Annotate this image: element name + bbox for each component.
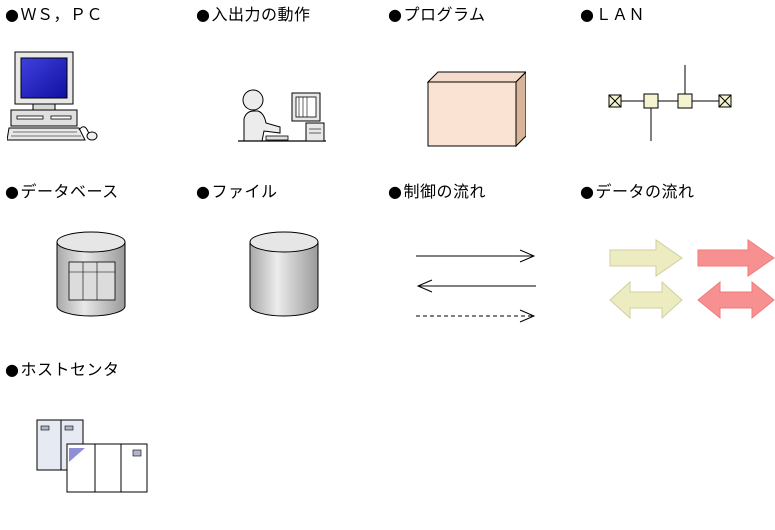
legend-program: ●プログラム — [388, 5, 578, 175]
label-io-operation: 入出力の動作 — [211, 5, 311, 24]
label-data-flow: データの流れ — [595, 182, 695, 201]
mainframe-icon — [33, 416, 153, 496]
database-cylinder-icon — [53, 230, 133, 320]
network-icon — [605, 65, 735, 145]
legend-io-operation: ●入出力の動作 — [196, 5, 386, 175]
legend-host-center: ●ホストセンタ — [5, 360, 195, 530]
file-cylinder-icon — [246, 230, 326, 320]
legend-control-flow: ●制御の流れ — [388, 182, 578, 352]
legend-ws-pc: ●ＷＳ，ＰＣ — [5, 5, 195, 175]
data-flow-arrows-icon — [608, 236, 775, 324]
control-flow-arrows-icon — [414, 246, 544, 326]
legend-database: ●データベース — [5, 182, 195, 352]
label-control-flow: 制御の流れ — [403, 182, 486, 201]
box-icon — [426, 70, 526, 150]
legend-data-flow: ●データの流れ — [580, 182, 775, 352]
label-lan: ＬＡＮ — [595, 5, 645, 24]
label-database: データベース — [20, 182, 119, 201]
computer-icon — [7, 50, 107, 150]
legend-file: ●ファイル — [196, 182, 386, 352]
bullet: ● — [5, 5, 20, 24]
operator-at-computer-icon — [236, 83, 336, 148]
label-program: プログラム — [403, 5, 486, 24]
label-file: ファイル — [211, 182, 278, 201]
legend-lan: ●ＬＡＮ — [580, 5, 770, 175]
label-host-center: ホストセンタ — [20, 360, 120, 379]
label-ws-pc: ＷＳ，ＰＣ — [20, 5, 103, 24]
